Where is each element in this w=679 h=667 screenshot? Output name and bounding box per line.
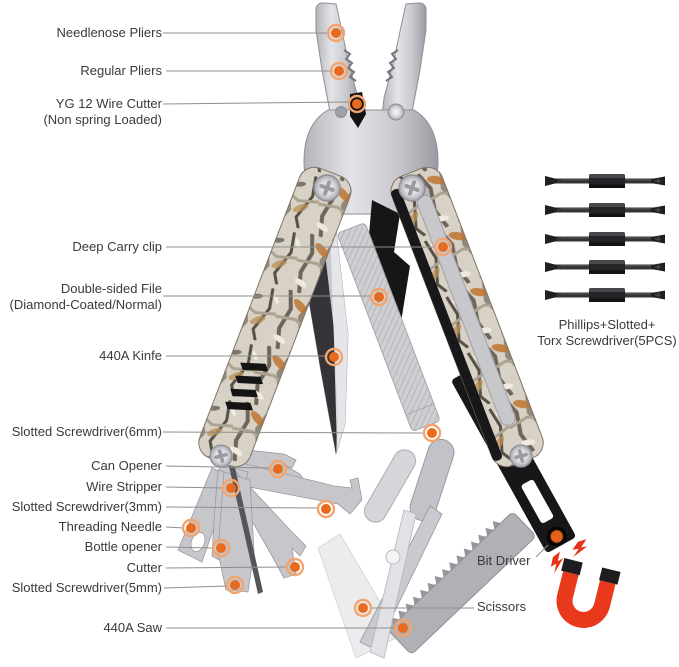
label-knife: 440A Kinfe [99,348,162,363]
leader-lines [162,32,549,629]
label-slotted-3mm: Slotted Screwdriver(3mm) [11,499,162,514]
label-double-sided-file: Double-sided File (Diamond-Coated/Normal… [9,281,162,312]
magnet-icon [556,558,621,628]
label-saw: 440A Saw [103,620,162,635]
magnetic-bit-socket [549,529,564,544]
screwdriver-bit [544,231,666,247]
cutter-tool [233,469,307,579]
label-regular-pliers: Regular Pliers [80,63,162,78]
label-threading-needle: Threading Needle [58,519,162,534]
callout-dot [422,423,442,443]
pivot-screw [398,174,426,202]
pliers-screw [387,103,405,121]
scissors [359,438,455,659]
handle-vent-slots [225,362,269,411]
label-slotted-6mm: Slotted Screwdriver(6mm) [11,424,162,439]
scissors-pivot [385,549,401,565]
jaw-serrations-left [343,49,357,82]
label-scissors: Scissors [477,599,527,614]
callout-dot [316,499,336,519]
label-slotted-5mm: Slotted Screwdriver(5mm) [11,580,162,595]
pivot-screw [313,174,341,202]
saw-blade [389,513,535,654]
screwdriver-bit [544,259,666,275]
pliers-hole [335,106,347,118]
screwdriver-bit-set [544,173,666,303]
jaw-serrations-right [385,49,399,82]
pivot-screw [209,444,233,468]
left-handle [198,166,353,468]
screwdriver-bit [544,173,666,189]
label-bit-set: Phillips+Slotted+ Torx Screwdriver(5PCS) [537,317,677,348]
label-bit-driver: Bit Driver [477,553,531,568]
pivot-screw [509,444,533,468]
label-wire-cutter: YG 12 Wire Cutter (Non spring Loaded) [43,96,162,127]
deep-carry-clip-shape [368,200,410,348]
label-can-opener: Can Opener [91,458,162,473]
label-needlenose-pliers: Needlenose Pliers [56,25,162,40]
screwdriver-bit [544,202,666,218]
screwdriver-bit [544,287,666,303]
label-cutter: Cutter [126,560,162,575]
label-wire-stripper: Wire Stripper [86,479,162,494]
lightning-icon [550,539,588,574]
label-deep-carry-clip: Deep Carry clip [72,239,162,254]
label-bottle-opener: Bottle opener [84,539,162,554]
